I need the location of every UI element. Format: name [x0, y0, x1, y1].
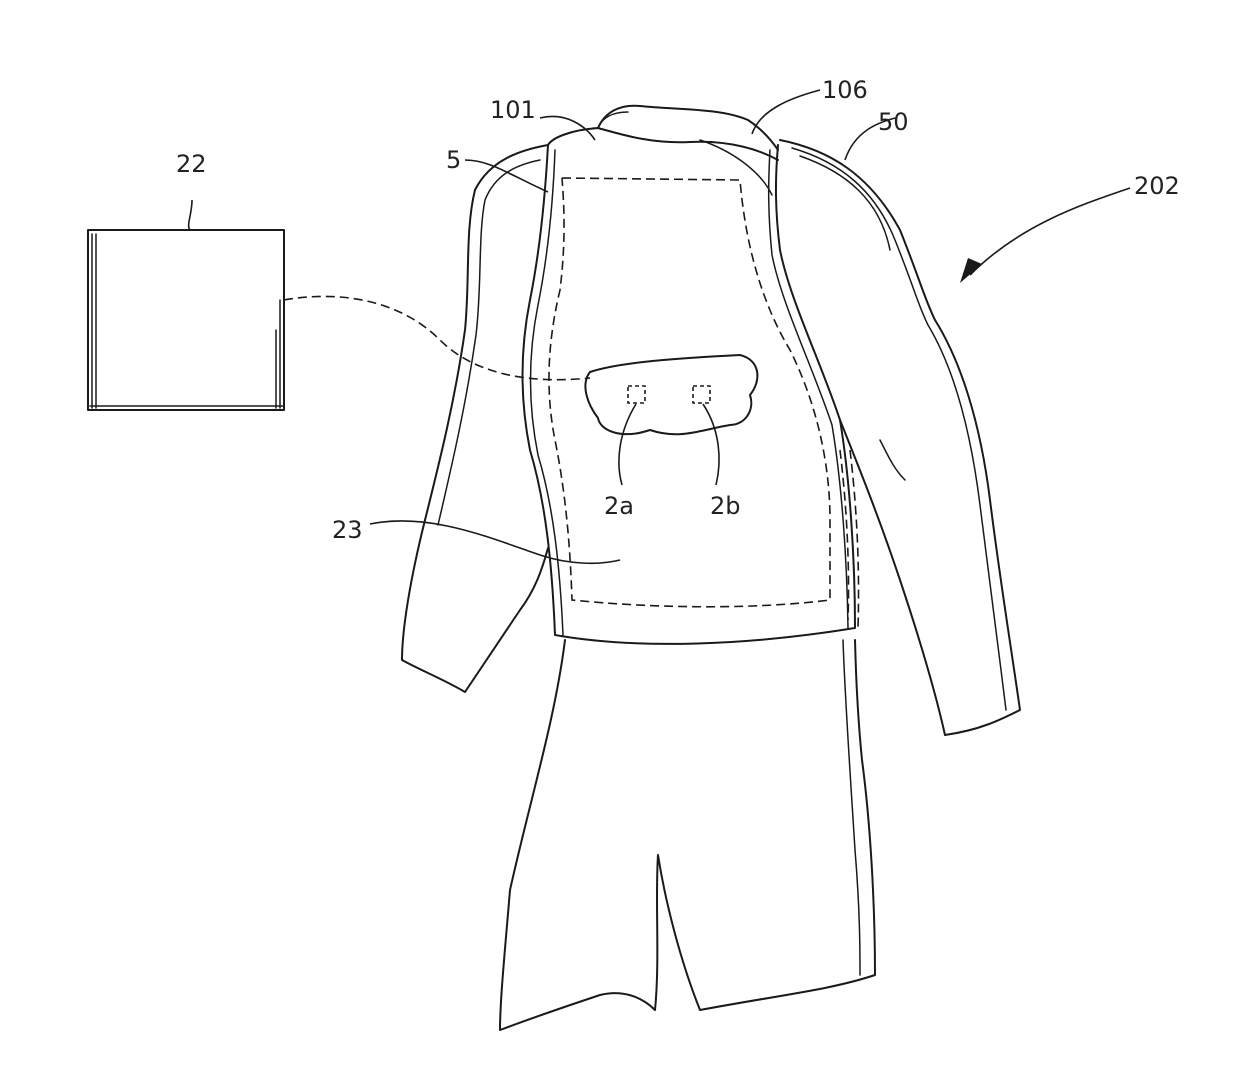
sensor-window	[585, 355, 757, 434]
label-collar-left: 101	[490, 96, 536, 124]
left-sleeve	[402, 145, 548, 692]
collar	[548, 106, 778, 195]
connection-line	[284, 296, 590, 379]
label-collar-right: 106	[822, 76, 868, 104]
label-sensor-a: 2a	[604, 492, 634, 520]
right-sleeve	[780, 140, 1020, 735]
torso	[523, 145, 859, 644]
label-shirt-panel: 23	[332, 516, 363, 544]
control-box	[88, 230, 284, 410]
label-sensor-b: 2b	[710, 492, 741, 520]
label-sleeve: 50	[878, 108, 909, 136]
label-device: 22	[176, 150, 207, 178]
shorts	[500, 640, 875, 1030]
label-garment: 5	[446, 146, 461, 174]
label-assembly: 202	[1134, 172, 1180, 200]
